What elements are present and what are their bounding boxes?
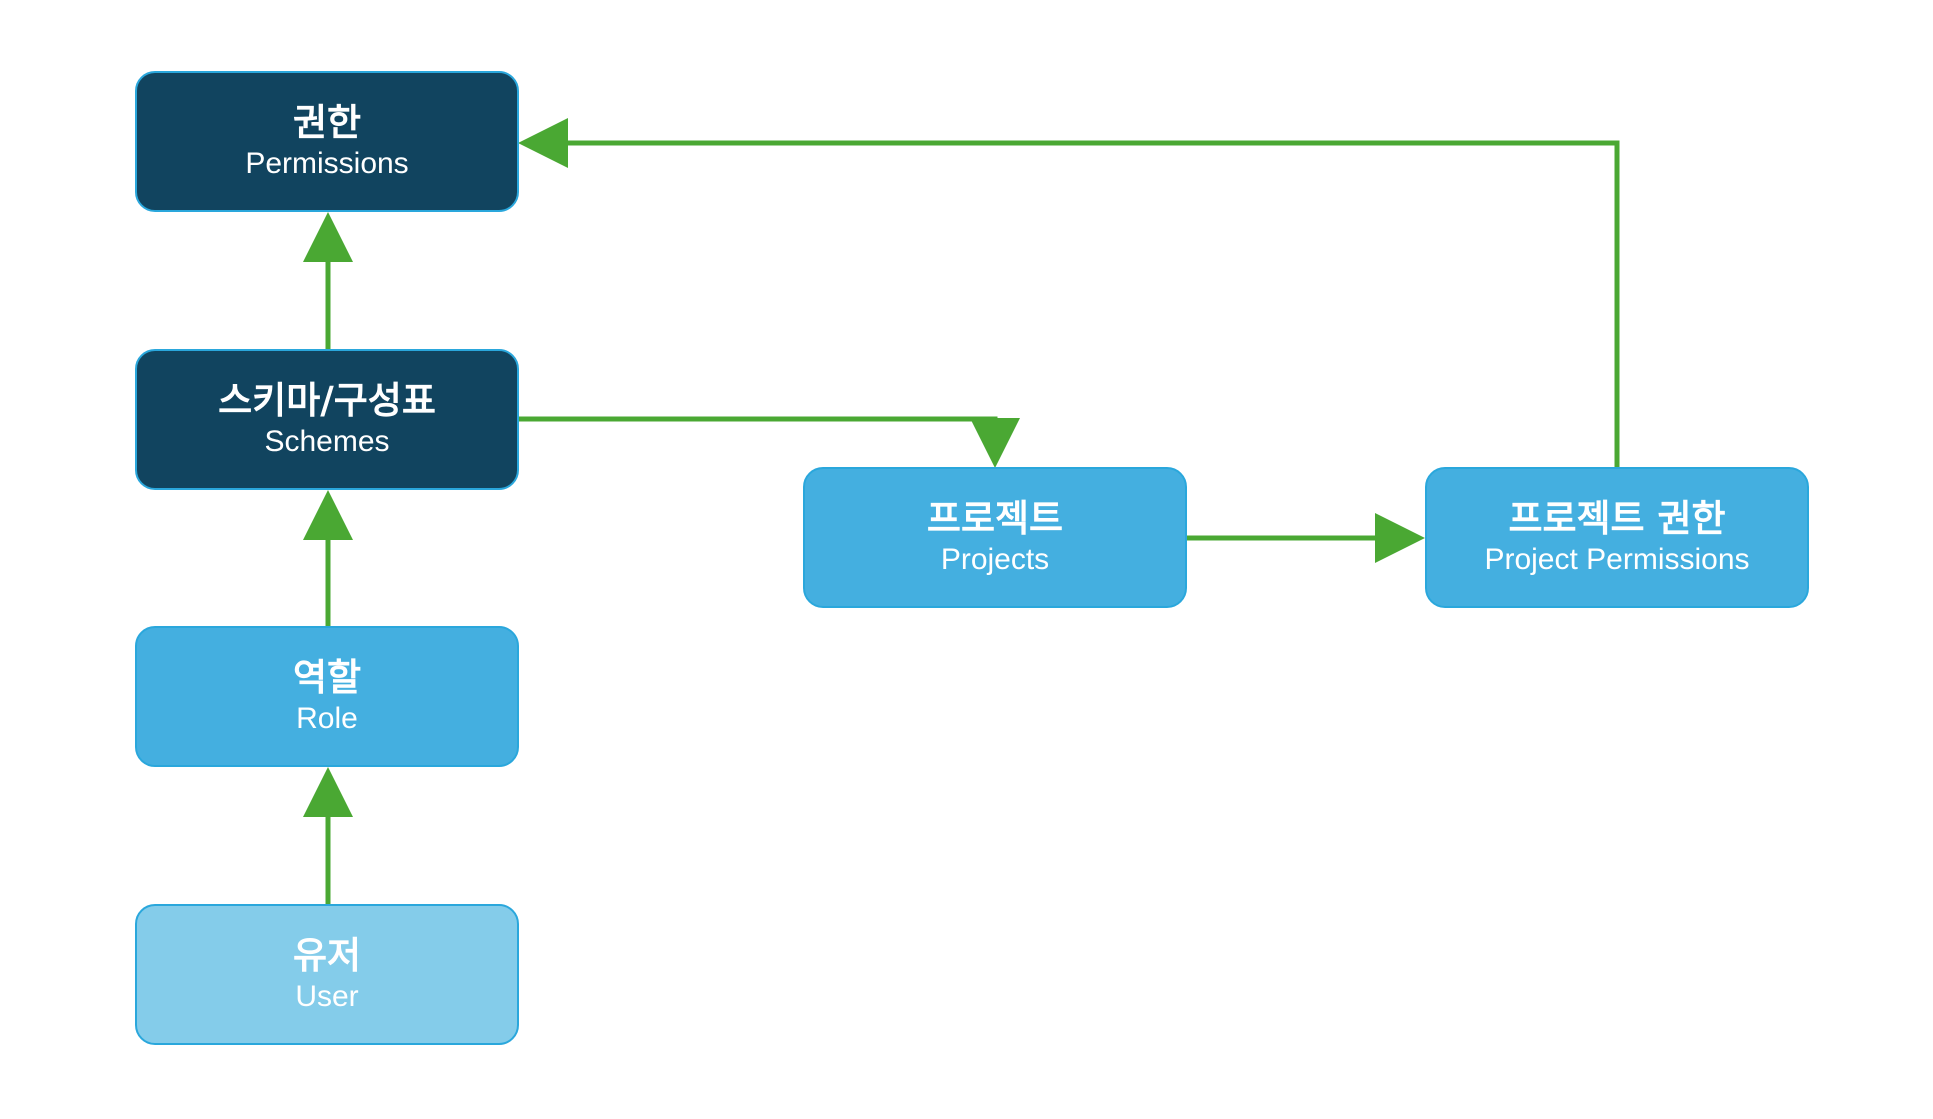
role-node: 역할 Role: [135, 626, 519, 767]
projects-label-ko: 프로젝트: [926, 496, 1064, 540]
projects-node: 프로젝트 Projects: [803, 467, 1187, 608]
project-permissions-label-en: Project Permissions: [1484, 542, 1750, 576]
permissions-node: 권한 Permissions: [135, 71, 519, 212]
role-label-en: Role: [296, 701, 358, 735]
role-label-ko: 역할: [292, 655, 362, 699]
permissions-label-ko: 권한: [292, 100, 362, 144]
arrow-schemes-to-projects: [519, 416, 1020, 468]
schemes-label-ko: 스키마/구성표: [218, 378, 436, 422]
schemes-label-en: Schemes: [264, 424, 390, 458]
project-permissions-label-ko: 프로젝트 권한: [1508, 496, 1726, 540]
projects-label-en: Projects: [940, 542, 1050, 576]
user-label-en: User: [295, 979, 359, 1013]
project-permissions-node: 프로젝트 권한 Project Permissions: [1425, 467, 1809, 608]
user-label-ko: 유저: [292, 933, 362, 977]
user-node: 유저 User: [135, 904, 519, 1045]
permissions-label-en: Permissions: [245, 146, 409, 180]
schemes-node: 스키마/구성표 Schemes: [135, 349, 519, 490]
arrow-project-permissions-to-permissions: [518, 118, 1620, 467]
